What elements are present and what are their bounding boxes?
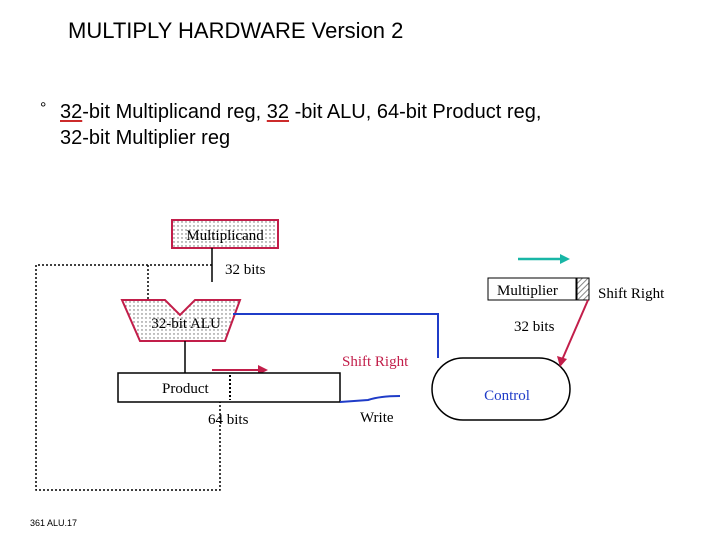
bullet-text-seg-4: -bit ALU, 64-bit Product reg, [289, 101, 542, 123]
multiplier-bit-to-control-line [561, 299, 589, 361]
multiplier-shift-arrowhead [560, 254, 570, 264]
control-label: Control [484, 388, 530, 404]
multiplier-bits-label: 32 bits [514, 319, 555, 335]
product-feedback-line [35, 264, 221, 491]
product-label: Product [162, 381, 209, 397]
bullet-text: 32-bit Multiplicand reg, 32 -bit ALU, 64… [60, 99, 710, 151]
slide-footer: 361 ALU.17 [30, 518, 78, 528]
alu-label: 32-bit ALU [151, 316, 221, 332]
alu-shape [120, 299, 242, 342]
multiplicand-label: Multiplicand [186, 228, 264, 244]
write-control-line [339, 395, 401, 403]
product-bits-label: 64 bits [208, 412, 249, 428]
control-unit [431, 357, 571, 421]
bullet-text-seg-2: -bit Multiplicand reg, [82, 101, 267, 123]
multiplier-shift-label: Shift Right [598, 286, 665, 302]
bullet-multiplicand-width: 32 [60, 101, 83, 123]
write-label: Write [360, 410, 394, 426]
multiplicand-bits-label: 32 bits [225, 262, 266, 278]
multiplier-label: Multiplier [497, 283, 558, 299]
control-line-alu [233, 313, 439, 358]
product-shift-label: Shift Right [342, 354, 409, 370]
multiplier-register [487, 277, 577, 301]
bullet-text-line-2: 32-bit Multiplier reg [60, 127, 231, 149]
multiplier-lsb-bit [576, 277, 590, 301]
slide-title: MULTIPLY HARDWARE Version 2 [68, 18, 404, 43]
bullet-icon: ° [40, 100, 47, 117]
multiplier-bit-arrowhead [557, 356, 567, 367]
bullet-alu-width: 32 [266, 101, 290, 123]
multiplicand-register [171, 219, 279, 249]
